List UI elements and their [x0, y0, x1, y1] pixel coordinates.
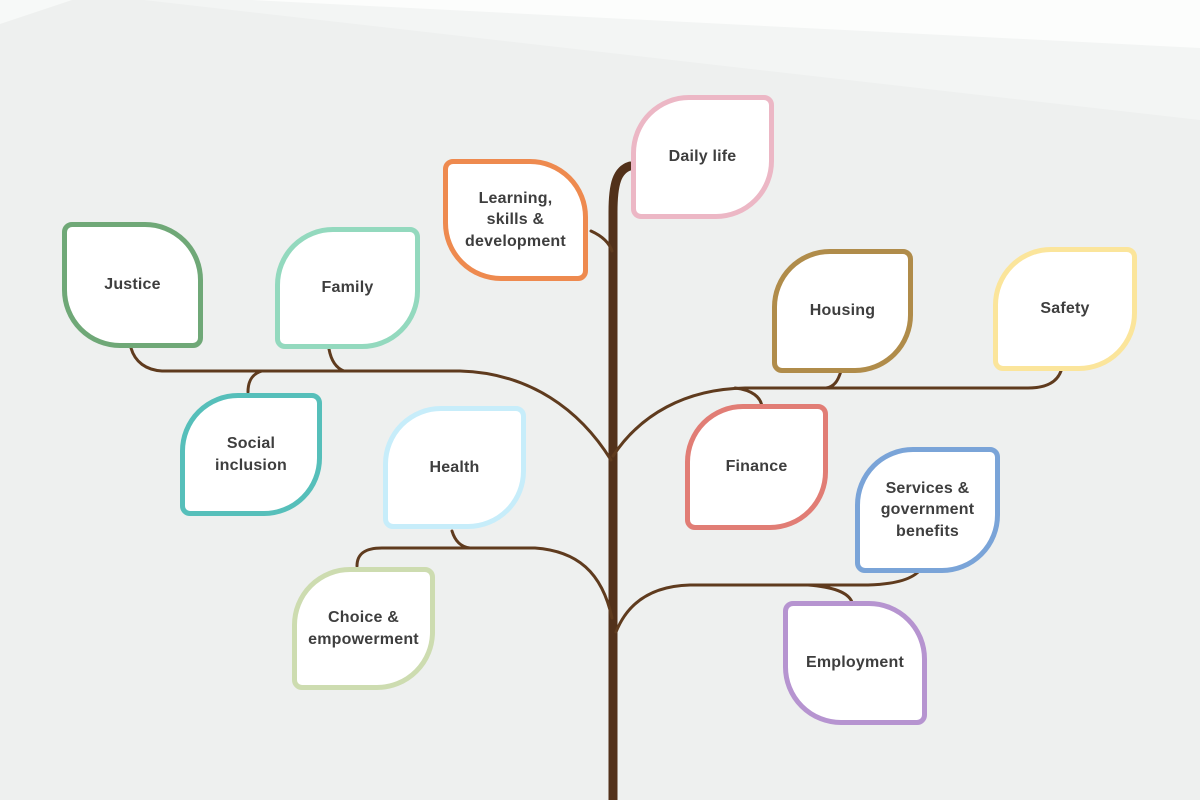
node-safety-label: Safety — [1040, 300, 1090, 318]
stem-health — [450, 529, 472, 550]
node-social-inclusion[interactable]: Social inclusion — [180, 393, 322, 516]
node-social-inclusion-label: Social inclusion — [214, 434, 288, 474]
node-employment-label: Employment — [805, 654, 904, 672]
stem-housing — [824, 369, 843, 390]
node-finance-label: Finance — [725, 458, 788, 476]
node-family-label: Family — [321, 279, 374, 297]
node-justice[interactable]: Justice — [62, 222, 203, 348]
node-justice-label: Justice — [104, 276, 161, 294]
stem-employment — [806, 583, 854, 604]
node-learning[interactable]: Learning, skills & development — [443, 159, 588, 281]
node-learning-label: Learning, skills & development — [465, 189, 566, 250]
node-safety[interactable]: Safety — [993, 247, 1137, 371]
node-family[interactable]: Family — [275, 227, 420, 349]
stem-family — [327, 347, 346, 373]
node-choice-label: Choice & empowerment — [308, 608, 419, 648]
trunk — [608, 161, 635, 800]
branch-upper-left — [129, 346, 613, 462]
node-health[interactable]: Health — [383, 406, 526, 529]
stem-learning — [589, 229, 614, 253]
node-daily-life-label: Daily life — [668, 148, 737, 166]
node-employment[interactable]: Employment — [783, 601, 927, 725]
node-daily-life[interactable]: Daily life — [631, 95, 774, 219]
stem-social-inclusion — [246, 369, 264, 394]
node-services-label: Services & government benefits — [880, 479, 975, 540]
branch-lower-right — [614, 567, 923, 634]
node-finance[interactable]: Finance — [685, 404, 828, 530]
branch-lower-left — [355, 546, 614, 620]
node-health-label: Health — [429, 458, 480, 476]
node-services[interactable]: Services & government benefits — [855, 447, 1000, 573]
branch-upper-right — [611, 369, 1063, 458]
node-choice[interactable]: Choice & empowerment — [292, 567, 435, 690]
node-housing[interactable]: Housing — [772, 249, 913, 373]
node-housing-label: Housing — [809, 302, 876, 320]
